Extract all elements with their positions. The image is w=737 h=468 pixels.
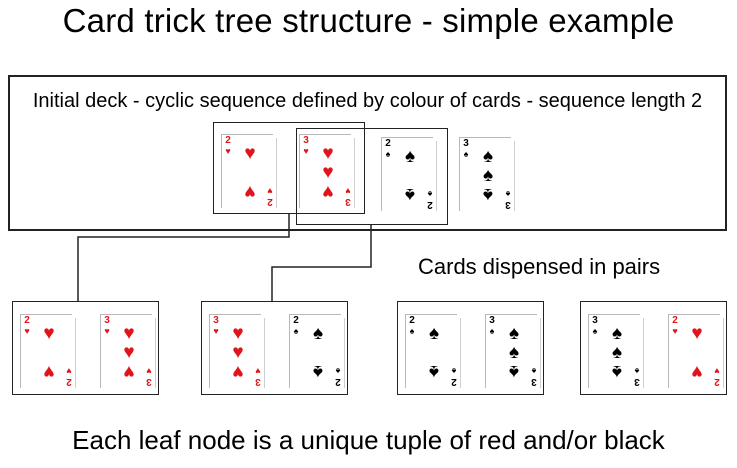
card-corner-index: 3♥	[146, 366, 152, 387]
heart-pip-icon: ♥	[43, 323, 55, 344]
spade-pip-icon: ♠	[312, 323, 324, 344]
deck-card-3-spades: 3♠3♠♠♠♠	[459, 137, 517, 211]
card-corner-index: 3♥	[255, 366, 261, 387]
spade-pip-icon: ♠	[508, 361, 520, 382]
card-corner-index: 3♥	[345, 186, 351, 207]
pair-highlight-1	[213, 122, 365, 214]
card-corner-index: 3♥	[213, 315, 219, 337]
heart-pip-icon: ♥	[232, 361, 244, 382]
card-corner-index: 3♠	[531, 366, 537, 387]
card-corner-index: 3♥	[303, 135, 309, 157]
heart-pip-icon: ♥	[322, 143, 334, 164]
initial-deck-box	[8, 75, 727, 231]
spade-pip-icon: ♠	[482, 165, 494, 186]
card-corner-index: 2♥	[225, 135, 231, 157]
leaf-2-card-3-hearts: 3♥3♥♥♥♥	[209, 314, 267, 388]
card-corner-index: 3♠	[463, 138, 469, 160]
leaf-node-4	[580, 301, 727, 395]
spade-pip-icon: ♠	[508, 323, 520, 344]
spade-pip-icon: ♠	[611, 323, 623, 344]
heart-pip-icon: ♥	[232, 342, 244, 363]
card-corner-index: 2♥	[267, 186, 273, 207]
leaf-node-3	[397, 301, 544, 395]
card-corner-index: 2♠	[385, 138, 391, 160]
leaf-1-card-2-hearts: 2♥ 2♥ ♥ ♥	[20, 314, 78, 388]
connector-pair-2	[271, 225, 372, 302]
leaf-4-card-2-hearts: 2♥ 2♥ ♥ ♥	[668, 314, 726, 388]
spade-pip-icon: ♠	[508, 342, 520, 363]
card-corner-index: 3♠	[634, 366, 640, 387]
pair-highlight-2	[296, 128, 448, 225]
heart-pip-icon: ♥	[123, 323, 135, 344]
spade-pip-icon: ♠	[482, 184, 494, 205]
deck-card-3-hearts: 3♥3♥♥♥♥	[299, 134, 357, 208]
heart-pip-icon: ♥	[244, 143, 256, 164]
leaf-1-card-3-hearts: 3♥3♥♥♥♥	[100, 314, 158, 388]
heart-pip-icon: ♥	[691, 323, 703, 344]
diagram-title: Card trick tree structure - simple examp…	[62, 2, 675, 39]
footer-caption: Each leaf node is a unique tuple of red …	[72, 425, 665, 455]
card-corner-index: 3♥	[104, 315, 110, 337]
spade-pip-icon: ♠	[482, 146, 494, 167]
card-corner-index: 2♠	[451, 366, 457, 387]
spade-pip-icon: ♠	[312, 361, 324, 382]
leaf-2-card-2-spades: 2♠ 2♠ ♠ ♠	[289, 314, 347, 388]
spade-pip-icon: ♠	[428, 361, 440, 382]
card-corner-index: 2♥	[66, 366, 72, 387]
leaf-3-card-2-spades: 2♠ 2♠ ♠ ♠	[405, 314, 463, 388]
spade-pip-icon: ♠	[611, 342, 623, 363]
card-corner-index: 3♠	[505, 189, 511, 210]
card-corner-index: 2♠	[409, 315, 415, 337]
deck-card-2-hearts: 2♥ 2♥ ♥ ♥	[221, 134, 279, 208]
heart-pip-icon: ♥	[691, 361, 703, 382]
spade-pip-icon: ♠	[404, 146, 416, 167]
deck-card-2-spades: 2♠ 2♠ ♠ ♠	[381, 137, 439, 211]
spade-pip-icon: ♠	[404, 184, 416, 205]
heart-pip-icon: ♥	[232, 323, 244, 344]
connector-pair-1	[77, 213, 290, 302]
card-corner-index: 2♠	[335, 366, 341, 387]
heart-pip-icon: ♥	[43, 361, 55, 382]
heart-pip-icon: ♥	[244, 181, 256, 202]
pairs-label: Cards dispensed in pairs	[418, 254, 661, 279]
heart-pip-icon: ♥	[322, 162, 334, 183]
leaf-node-2	[201, 301, 348, 395]
card-corner-index: 2♠	[427, 189, 433, 210]
card-corner-index: 2♠	[293, 315, 299, 337]
heart-pip-icon: ♥	[123, 361, 135, 382]
leaf-3-card-3-spades: 3♠3♠♠♠♠	[485, 314, 543, 388]
card-corner-index: 3♠	[592, 315, 598, 337]
leaf-4-card-3-spades: 3♠3♠♠♠♠	[588, 314, 646, 388]
spade-pip-icon: ♠	[611, 361, 623, 382]
spade-pip-icon: ♠	[428, 323, 440, 344]
card-corner-index: 2♥	[714, 366, 720, 387]
card-corner-index: 2♥	[24, 315, 30, 337]
heart-pip-icon: ♥	[322, 181, 334, 202]
leaf-node-1	[12, 301, 159, 395]
heart-pip-icon: ♥	[123, 342, 135, 363]
initial-deck-label: Initial deck - cyclic sequence defined b…	[32, 90, 703, 112]
card-corner-index: 3♠	[489, 315, 495, 337]
card-corner-index: 2♥	[672, 315, 678, 337]
